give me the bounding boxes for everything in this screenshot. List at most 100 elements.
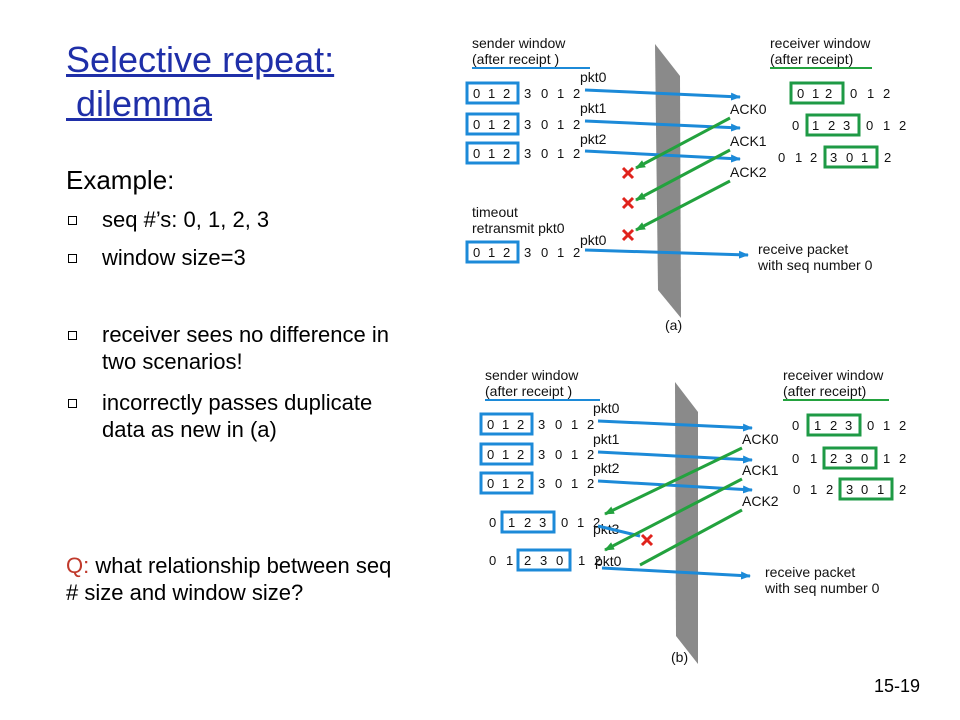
seq-number: 1: [861, 150, 868, 165]
seq-number: 2: [503, 117, 510, 132]
seq-number: 2: [826, 482, 833, 497]
seq-number: 1: [488, 245, 495, 260]
receiver-window-box: [806, 413, 862, 437]
seq-number: 1: [577, 515, 584, 530]
sender-row: 0 1 2 3 0 1 2: [479, 471, 594, 495]
sender-row: 0 1 2 3 0 1 2: [465, 112, 580, 136]
seq-number: 1: [557, 146, 564, 161]
square-bullet-icon: [68, 216, 77, 225]
sender-window-box: [500, 510, 556, 534]
seq-number: 2: [830, 451, 837, 466]
seq-number: 2: [899, 482, 906, 497]
sender-window-box: [465, 112, 520, 136]
seq-number: 0: [487, 476, 494, 491]
receive-label: with seq number 0: [757, 257, 873, 273]
bullet-item: window size=3: [66, 244, 396, 271]
slide-title-line2: dilemma: [66, 83, 213, 124]
bullet-list: seq #’s: 0, 1, 2, 3 window size=3 receiv…: [66, 206, 396, 443]
scenario-a: sender window (after receipt ) receiver …: [465, 35, 906, 333]
ack-arrow: [635, 179, 731, 232]
lost-x-icon: [621, 166, 635, 180]
seq-number: 2: [587, 476, 594, 491]
sender-row: 0 1 2 3 0 1 2: [465, 141, 580, 165]
seq-number: 0: [555, 417, 562, 432]
seq-number: 0: [487, 447, 494, 462]
receiver-row: 0 1 2 3 0 1 2: [792, 413, 906, 437]
bullet-text: seq #’s: 0, 1, 2, 3: [102, 207, 270, 232]
ack-arrow: [604, 477, 743, 552]
sender-row: 0 1 2 3 0 1 2: [465, 81, 580, 105]
channel-divider: [675, 382, 698, 664]
packet-label: pkt1: [580, 100, 607, 116]
seq-number: 2: [517, 476, 524, 491]
seq-number: 0: [555, 447, 562, 462]
seq-number: 1: [557, 86, 564, 101]
example-label: Example:: [66, 165, 175, 195]
receive-label: with seq number 0: [764, 580, 880, 596]
packet-arrow: [601, 566, 751, 580]
seq-number: 2: [573, 146, 580, 161]
seq-number: 1: [557, 117, 564, 132]
seq-number: 3: [524, 117, 531, 132]
ack-arrow: [604, 446, 743, 516]
seq-number: 2: [587, 447, 594, 462]
ack-label: ACK0: [742, 431, 779, 447]
seq-number: 0: [489, 515, 496, 530]
seq-number: 2: [573, 86, 580, 101]
seq-number: 1: [883, 118, 890, 133]
ack-label: ACK2: [730, 164, 767, 180]
seq-number: 2: [524, 515, 531, 530]
slide-title-line1: Selective repeat:: [66, 39, 335, 80]
seq-number: 1: [883, 451, 890, 466]
seq-number: 2: [517, 447, 524, 462]
bullet-text: receiver sees no difference in two scena…: [102, 322, 389, 374]
receiver-window-header: receiver window: [783, 367, 884, 383]
seq-number: 2: [587, 417, 594, 432]
seq-number: 2: [503, 146, 510, 161]
seq-number: 1: [814, 418, 821, 433]
sender-window-box: [479, 412, 534, 436]
slide-number: 15-19: [873, 676, 920, 696]
seq-number: 2: [810, 150, 817, 165]
packet-label: pkt0: [580, 232, 607, 248]
seq-number: 0: [473, 245, 480, 260]
seq-number: 0: [861, 482, 868, 497]
lost-x-icon: [621, 228, 635, 242]
seq-number: 1: [810, 451, 817, 466]
seq-number: 3: [846, 482, 853, 497]
bullet-item: incorrectly passes duplicate data as new…: [66, 389, 396, 443]
lost-x-icon: [621, 196, 635, 210]
seq-number: 0: [846, 150, 853, 165]
seq-number: 2: [899, 418, 906, 433]
sender-window-box: [516, 548, 572, 572]
seq-number: 1: [578, 553, 585, 568]
seq-number: 0: [541, 117, 548, 132]
sender-row: 0 1 2 3 0 1 2: [489, 548, 601, 572]
lost-x-icon: [640, 533, 654, 547]
packet-label: pkt1: [593, 431, 620, 447]
seq-number: 1: [508, 515, 515, 530]
packet-arrow: [597, 450, 753, 464]
bullet-item: seq #’s: 0, 1, 2, 3: [66, 206, 396, 233]
seq-number: 2: [884, 150, 891, 165]
receive-label: receive packet: [765, 564, 855, 580]
sender-row: 0 1 2 3 0 1 2: [479, 412, 594, 436]
question-prefix: Q:: [66, 553, 90, 578]
retransmit-label: retransmit pkt0: [472, 220, 565, 236]
seq-number: 2: [825, 86, 832, 101]
seq-number: 3: [845, 418, 852, 433]
scenario-b: sender window (after receipt ) receiver …: [479, 367, 906, 665]
ack-label: ACK1: [742, 462, 779, 478]
channel-divider: [655, 44, 681, 318]
packet-label: pkt0: [580, 69, 607, 85]
receiver-window-box: [838, 477, 894, 501]
bullet-text: incorrectly passes duplicate data as new…: [102, 390, 373, 442]
receiver-window-subheader: (after receipt): [770, 51, 853, 67]
receiver-row: 0 1 2 3 0 1 2: [792, 446, 906, 470]
receive-label: receive packet: [758, 241, 848, 257]
receiver-window-subheader: (after receipt): [783, 383, 866, 399]
bullet-item: receiver sees no difference in two scena…: [66, 321, 396, 375]
seq-number: 1: [488, 86, 495, 101]
seq-number: 0: [473, 117, 480, 132]
seq-number: 2: [593, 515, 600, 530]
